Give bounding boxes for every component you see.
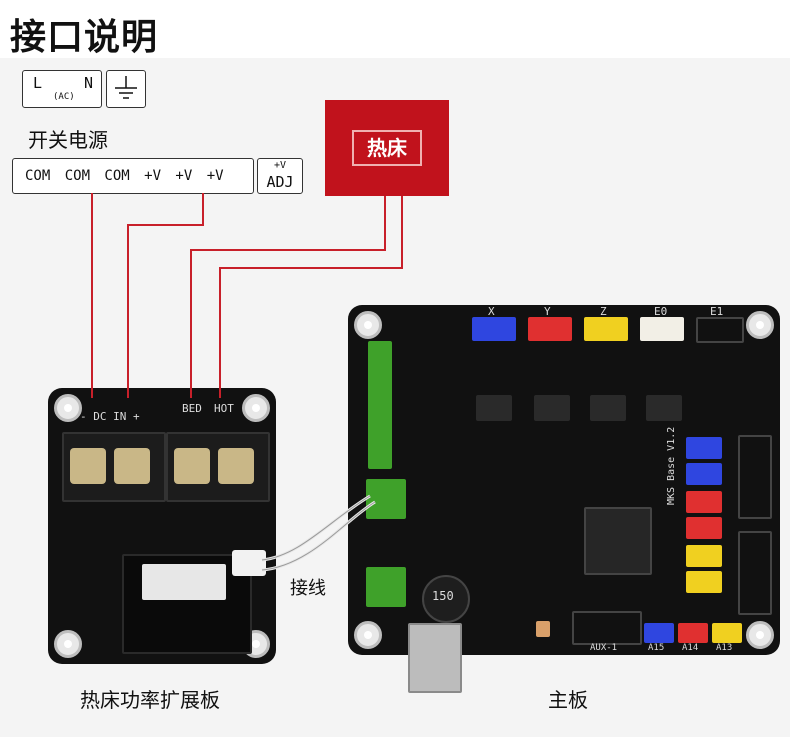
silk-aux1: AUX-1 [590,643,618,653]
screw-terminal [174,448,210,484]
page-title: 接口说明 [10,17,159,58]
motor-connector-e0 [640,317,684,341]
usb-port [408,623,462,693]
silk-label: Z [600,305,607,318]
thermistor-connector-a13 [712,623,742,643]
mount-hole [54,394,82,422]
screw-terminal [218,448,254,484]
endstop-connector [686,545,722,567]
connect-label: 接线 [290,578,326,599]
endstop-connector [686,517,722,539]
driver-chip [590,395,626,421]
ground-icon [115,76,137,99]
silk-bed: BED [182,402,202,415]
endstop-connector [686,463,722,485]
heated-bed-output-terminal [366,479,406,519]
screw-terminal [70,448,106,484]
thermistor-connector-a14 [678,623,708,643]
mount-hole [354,621,382,649]
silk-a15: A15 [648,643,665,653]
module-board-label: 热床功率扩展板 [80,688,220,712]
ac-n-label: N [83,74,93,92]
screw-terminal [114,448,150,484]
silk-label: E0 [654,305,668,318]
ac-input-terminal: L (AC) N [22,70,102,108]
driver-chip [646,395,682,421]
thermistor-connector-a15 [644,623,674,643]
driver-chip [476,395,512,421]
mount-hole [746,311,774,339]
adj-bottom-label: ADJ [266,173,294,191]
endstop-connector [686,491,722,513]
heated-bed: 热床 [325,100,449,196]
signal-connector [232,550,266,576]
mount-hole [54,630,82,658]
inductor-label: 150 [432,589,454,603]
mount-hole [746,621,774,649]
adj-terminal: +V ADJ [257,158,303,194]
silk-label: Y [544,305,551,318]
aux1-header [572,611,642,645]
mcu-chip [584,507,652,575]
motor-connector-y [528,317,572,341]
signal-wire [261,500,376,572]
silk-a13: A13 [716,643,733,653]
exp-header [738,435,772,519]
main-board: X Y Z E0 E1 MKS Base V1.2 150 AUX-1 A15 … [348,305,780,693]
green-terminal-block [368,341,392,469]
inductor [422,575,470,623]
mosfet-chip [142,564,226,600]
motor-connector-z [584,317,628,341]
mount-hole [242,394,270,422]
mount-hole [354,311,382,339]
motor-connector-x [472,317,516,341]
wire-bed-to-module-2 [219,196,403,398]
ground-terminal [106,70,146,108]
silk-label: X [488,305,495,318]
power-module-board: - DC IN + BED HOT [48,388,276,664]
exp-header [738,531,772,615]
reset-button [536,621,550,637]
adj-top-label: +V [273,160,287,171]
ac-sub-label: (AC) [53,92,75,102]
heated-bed-label: 热床 [352,130,422,166]
wire-v-to-dcin-plus [127,193,204,398]
driver-chip [534,395,570,421]
silk-hot: HOT [214,402,234,415]
power-supply-pins: COM COM COM +V +V +V [25,168,224,184]
endstop-connector [686,571,722,593]
wire-bed-to-module [190,196,386,398]
power-input-terminal [366,567,406,607]
signal-wire [261,494,371,562]
power-supply-label: 开关电源 [28,128,108,152]
endstop-connector [686,437,722,459]
motor-connector-e1 [696,317,744,343]
silk-a14: A14 [682,643,699,653]
silk-label: E1 [710,305,724,318]
power-supply-terminal: COM COM COM +V +V +V [12,158,254,194]
ac-l-label: L [33,74,43,92]
silk-dc-in: - DC IN + [80,410,140,423]
main-board-label: 主板 [548,688,588,712]
